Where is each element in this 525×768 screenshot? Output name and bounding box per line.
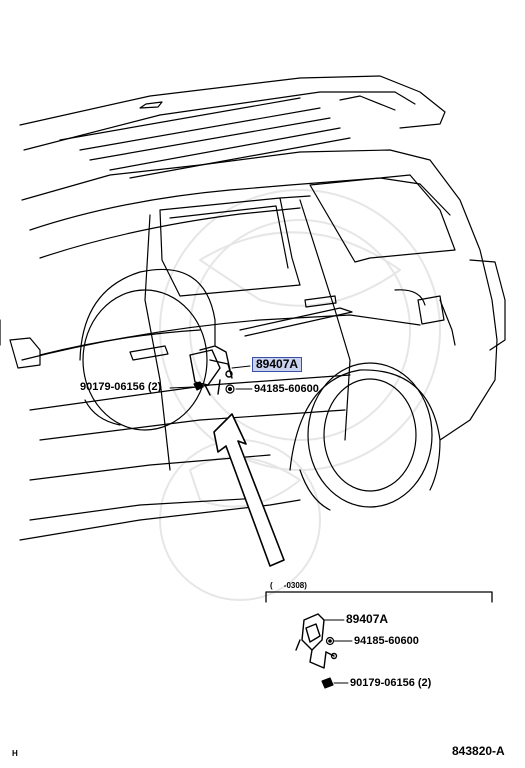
main-nut-part-label[interactable]: 94185-60600 — [254, 383, 319, 395]
inset-leader-lines — [323, 619, 353, 684]
main-bolt-part-label[interactable]: 90179-06156 (2) — [80, 381, 162, 393]
inset-part-number-label[interactable]: 89407A — [346, 612, 389, 626]
main-bolt-icon — [193, 381, 204, 391]
inset-bolt-icon — [321, 677, 334, 689]
corner-mark: H — [12, 749, 18, 758]
inset-bracket — [265, 591, 493, 603]
inset-nut-icon — [325, 636, 335, 646]
vehicle-body-outline — [0, 75, 506, 541]
main-nut-icon — [225, 384, 235, 394]
inset-sensor-assembly — [295, 613, 338, 669]
inset-range-label: ( -0308) — [270, 581, 307, 590]
inset-nut-part-label[interactable]: 94185-60600 — [354, 635, 419, 647]
main-leader-lines — [169, 365, 253, 390]
inset-bolt-part-label[interactable]: 90179-06156 (2) — [350, 677, 432, 689]
main-sensor-assembly — [189, 345, 233, 396]
location-arrow-icon — [213, 413, 285, 567]
figure-id-label: 843820-A — [452, 744, 505, 758]
main-part-number-label[interactable]: 89407A — [252, 357, 303, 372]
